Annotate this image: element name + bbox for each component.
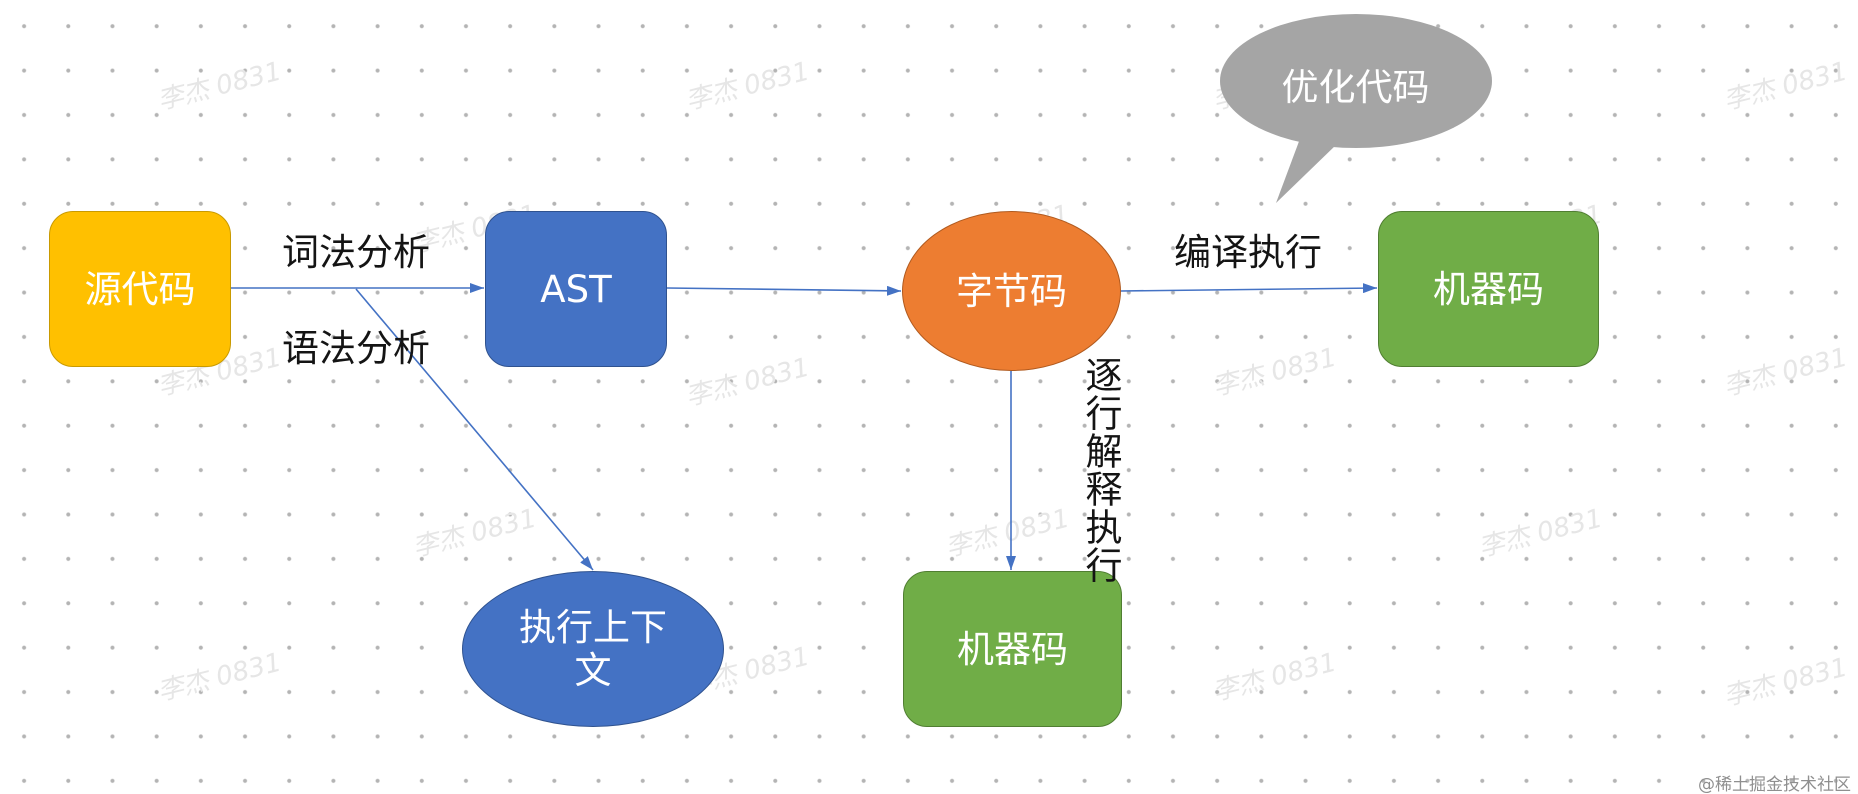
optimized-code-callout: 优化代码 [1219, 16, 1492, 151]
edge-label-lexical-analysis: 词法分析 [282, 231, 430, 274]
edge-label-compile-execute: 编译执行 [1174, 231, 1322, 274]
node-bytecode: 字节码 [902, 211, 1121, 371]
node-machine-code-interpreted-label: 机器码 [957, 627, 1068, 671]
node-execution-context: 执行上下文 [462, 571, 724, 727]
node-source-code: 源代码 [49, 211, 231, 367]
optimized-code-callout-label: 优化代码 [1281, 65, 1430, 109]
edge-label-interpret-line-by-line: 逐行解释执行 [1079, 356, 1122, 584]
edge-bytecode-to-machine-code [1120, 283, 1378, 294]
footer-credit: @稀土掘金技术社区 [1698, 775, 1851, 794]
node-ast: AST [485, 211, 667, 367]
node-machine-code-compiled-label: 机器码 [1433, 267, 1544, 311]
optimized-code-callout-bubble [1220, 14, 1492, 148]
node-ast-label: AST [540, 267, 612, 311]
node-source-code-label: 源代码 [84, 267, 196, 311]
node-bytecode-label: 字节码 [956, 269, 1067, 313]
edge-label-syntax-analysis: 语法分析 [282, 327, 430, 370]
edge-to-execution-context [355, 288, 594, 571]
edge-ast-to-bytecode [666, 285, 902, 296]
node-machine-code-compiled: 机器码 [1378, 211, 1599, 367]
optimized-code-callout-tail [1276, 136, 1337, 203]
node-execution-context-label: 执行上下文 [518, 606, 667, 692]
node-machine-code-interpreted: 机器码 [903, 571, 1122, 727]
